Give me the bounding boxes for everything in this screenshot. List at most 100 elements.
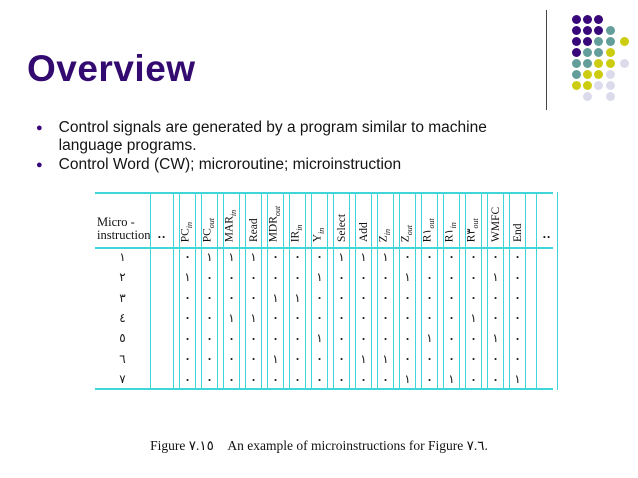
signal-header: MDRout [267, 192, 283, 247]
table-cell: · [449, 330, 454, 346]
table-cell: · [339, 371, 344, 387]
signal-header: R١in [441, 192, 459, 247]
signal-column: R٣out···١··· [465, 192, 482, 390]
signal-body: ١······ [202, 247, 217, 390]
signal-body: ·١····· [180, 247, 195, 390]
table-cell: · [405, 249, 410, 265]
table-cell: ١ [294, 290, 301, 305]
table-cell: · [339, 330, 344, 346]
table-cell: · [229, 290, 234, 306]
table-cell: · [427, 249, 432, 265]
bullet-text: Control signals are generated by a progr… [58, 119, 487, 154]
table-cell: · [317, 310, 322, 326]
table-cell: · [295, 330, 300, 346]
table-cell: · [185, 310, 190, 326]
decoration-dot [606, 37, 615, 46]
table-cell: ١ [228, 249, 235, 264]
signal-header: MARin [223, 192, 239, 247]
table-cell: · [427, 371, 432, 387]
column-label-subscript: in [382, 228, 392, 235]
table-cell: · [185, 330, 190, 346]
table-cell: · [427, 351, 432, 367]
signal-header: Yin [311, 192, 327, 247]
column-header-label: Read [248, 218, 260, 242]
column-header-label: IRin [289, 224, 303, 242]
decoration-dot-grid [572, 15, 632, 105]
table-cell: · [273, 310, 278, 326]
table-cell: · [493, 290, 498, 306]
table-cell: · [515, 290, 520, 306]
signal-column: PCin·١····· [179, 192, 196, 390]
table-cell: · [405, 351, 410, 367]
column-label-subscript: out [470, 217, 480, 229]
table-cell: · [361, 371, 366, 387]
table-cell: · [383, 371, 388, 387]
decoration-dot [572, 59, 581, 68]
decoration-dot [606, 70, 615, 79]
decoration-dot [572, 37, 581, 46]
table-cell: ١ [470, 310, 477, 325]
table-cell: · [229, 371, 234, 387]
signal-header: Select [334, 192, 349, 247]
decoration-dot [594, 37, 603, 46]
row-label-cell: ١ [119, 249, 126, 264]
signal-header: IRin [289, 192, 305, 247]
table-cell: · [251, 351, 256, 367]
bullet-list: ● Control signals are generated by a pro… [36, 119, 566, 176]
column-header-label: R١in [441, 222, 457, 242]
table-cell: · [207, 371, 212, 387]
signal-body: ··١··١· [268, 247, 283, 390]
column-header-label: Add [358, 222, 370, 242]
table-cell: · [295, 371, 300, 387]
table-cell: ١ [448, 372, 455, 387]
table-cell: · [361, 290, 366, 306]
table-cell: · [339, 290, 344, 306]
bullet-item: ● Control Word (CW); microroutine; micro… [36, 156, 566, 174]
column-label-base: MDR [267, 215, 280, 242]
decoration-dot [594, 15, 603, 24]
decoration-dot [572, 26, 581, 35]
slide-title: Overview [27, 48, 196, 89]
column-header-label: Zout [399, 225, 413, 242]
signal-header: Zin [377, 192, 393, 247]
table-cell: ١ [272, 290, 279, 305]
table-cell: · [471, 351, 476, 367]
ellipsis-header: .. [151, 192, 173, 247]
table-cell: · [405, 310, 410, 326]
table-cell: · [185, 371, 190, 387]
table-cell: · [383, 269, 388, 285]
signal-body: ١··١··· [224, 247, 239, 390]
table-cell: ١ [250, 249, 257, 264]
column-header-label: MDRout [267, 206, 281, 242]
row-label-cell: ٤ [119, 310, 126, 325]
decoration-vertical-line [546, 10, 547, 110]
table-cell: · [515, 310, 520, 326]
table-cell: · [273, 330, 278, 346]
decoration-dot [572, 48, 581, 57]
table-header-rule [95, 247, 553, 249]
signal-header: PCin [179, 192, 195, 247]
signal-header: WMFC [488, 192, 503, 247]
signal-header: End [510, 192, 525, 247]
table-cell: ١ [250, 310, 257, 325]
ellipsis-label: .. [157, 226, 167, 241]
table-cell: · [317, 351, 322, 367]
table-cell: · [427, 290, 432, 306]
column-label-base: R٣ [465, 228, 478, 242]
ellipsis-body [537, 247, 557, 390]
column-label-base: R١ [443, 228, 456, 242]
column-header-label: R٣out [463, 218, 479, 242]
table-cell: · [493, 249, 498, 265]
column-label-base: Select [335, 213, 348, 242]
table-cell: · [515, 330, 520, 346]
table-cell: · [251, 269, 256, 285]
table-cell: · [449, 249, 454, 265]
